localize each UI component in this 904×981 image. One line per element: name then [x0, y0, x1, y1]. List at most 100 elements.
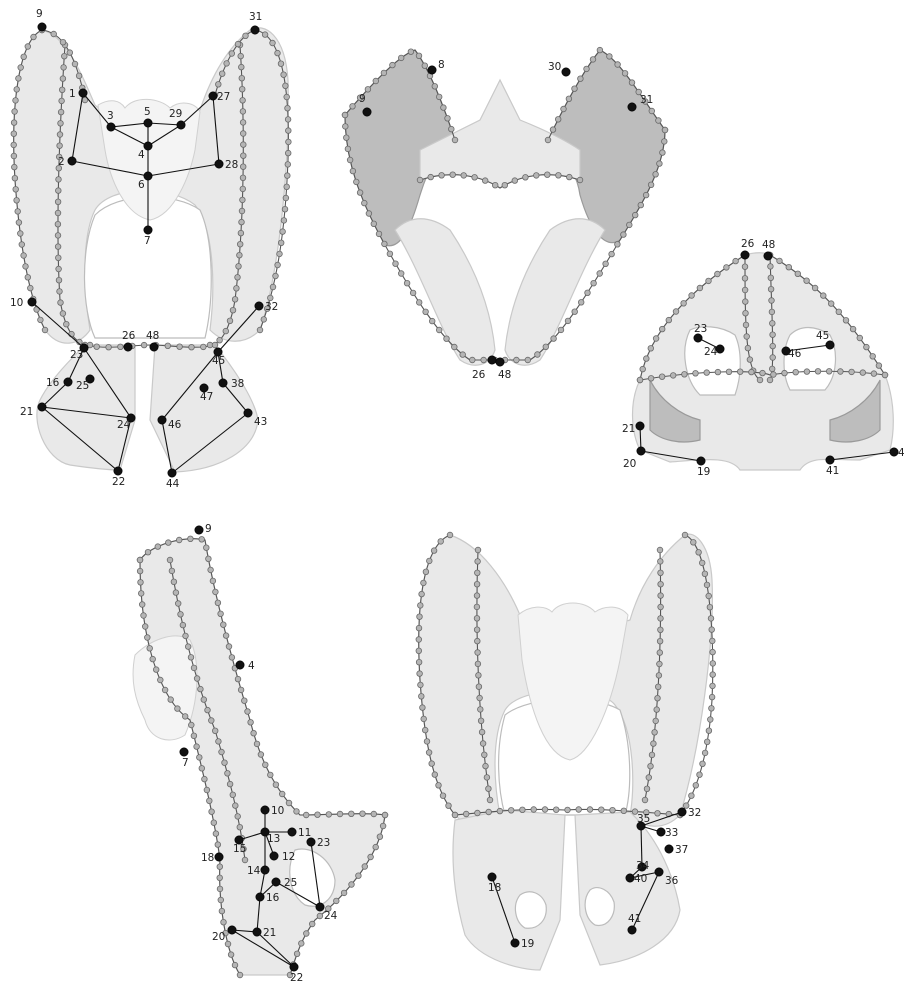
- v1-landmark-label-9: 9: [36, 8, 43, 20]
- v4-landmark-22: [290, 963, 298, 971]
- semilandmark-dot: [362, 864, 368, 870]
- semilandmark-dot: [793, 369, 799, 375]
- v3-landmark-label-41: 41: [826, 465, 839, 477]
- v1-landmark-27: [209, 92, 217, 100]
- semilandmark-dot: [263, 762, 269, 768]
- semilandmark-dot: [16, 76, 22, 82]
- semilandmark-dot: [709, 627, 715, 633]
- semilandmark-dot: [202, 776, 208, 782]
- semilandmark-dot: [294, 951, 300, 957]
- semilandmark-dot: [171, 579, 177, 585]
- semilandmark-dot: [553, 807, 559, 813]
- semilandmark-dot: [657, 547, 663, 553]
- v1-landmark-2: [68, 157, 76, 165]
- semilandmark-dot: [142, 624, 148, 630]
- semilandmark-dot: [419, 694, 425, 700]
- semilandmark-dot: [360, 811, 366, 817]
- semilandmark-dot: [662, 127, 668, 133]
- semilandmark-dot: [821, 293, 827, 299]
- semilandmark-dot: [551, 336, 557, 342]
- semilandmark-dot: [285, 173, 291, 179]
- v4-landmark-label-10: 10: [271, 805, 284, 817]
- semilandmark-dot: [535, 352, 541, 358]
- semilandmark-dot: [545, 137, 551, 143]
- semilandmark-dot: [708, 717, 714, 723]
- view-cranial-right: [633, 253, 894, 470]
- semilandmark-dot: [235, 676, 241, 682]
- v4-landmark-9: [195, 526, 203, 534]
- v1-landmark-31: [251, 26, 259, 34]
- semilandmark-dot: [51, 31, 57, 37]
- semilandmark-dot: [282, 206, 288, 212]
- semilandmark-dot: [56, 277, 62, 283]
- semilandmark-dot: [218, 897, 224, 903]
- v1-landmark-label-31: 31: [249, 11, 262, 23]
- semilandmark-dot: [55, 199, 61, 205]
- v5-landmark-41: [628, 926, 636, 934]
- semilandmark-dot: [211, 820, 217, 826]
- semilandmark-dot: [523, 175, 529, 181]
- semilandmark-dot: [502, 182, 508, 188]
- semilandmark-dot: [646, 775, 652, 781]
- semilandmark-dot: [286, 800, 292, 806]
- semilandmark-dot: [565, 807, 571, 813]
- semilandmark-dot: [662, 139, 668, 145]
- v3-landmark-41: [826, 456, 834, 464]
- semilandmark-dot: [213, 589, 219, 595]
- semilandmark-dot: [60, 76, 66, 82]
- v1-landmark-29: [177, 121, 185, 129]
- semilandmark-dot: [481, 357, 487, 363]
- semilandmark-dot: [347, 157, 353, 163]
- semilandmark-dot: [449, 126, 455, 132]
- semilandmark-dot: [223, 633, 229, 639]
- v1-landmark-label-44: 44: [166, 478, 180, 490]
- semilandmark-dot: [373, 78, 379, 84]
- semilandmark-dot: [141, 342, 147, 348]
- v2-landmark-26: [488, 356, 496, 364]
- semilandmark-dot: [658, 627, 664, 633]
- semilandmark-dot: [209, 809, 215, 815]
- v1-landmark-label-25: 25: [76, 380, 89, 392]
- v4-landmark-label-22: 22: [290, 972, 303, 981]
- semilandmark-dot: [707, 604, 713, 610]
- semilandmark-dot: [284, 94, 290, 100]
- semilandmark-dot: [475, 559, 481, 565]
- semilandmark-dot: [474, 616, 480, 622]
- semilandmark-dot: [240, 109, 246, 115]
- semilandmark-dot: [257, 327, 263, 333]
- semilandmark-dot: [232, 962, 238, 968]
- semilandmark-dot: [242, 857, 248, 863]
- semilandmark-dot: [769, 309, 775, 315]
- v1-landmark-44: [168, 469, 176, 477]
- semilandmark-dot: [531, 807, 537, 813]
- semilandmark-dot: [354, 179, 360, 185]
- semilandmark-dot: [188, 536, 194, 542]
- v1-landmark-16: [64, 378, 72, 386]
- semilandmark-dot: [241, 142, 247, 148]
- v2-landmark-30: [562, 68, 570, 76]
- v3-landmark-label-21: 21: [622, 423, 635, 435]
- semilandmark-dot: [882, 372, 888, 378]
- semilandmark-dot: [216, 739, 222, 745]
- semilandmark-dot: [224, 61, 230, 67]
- semilandmark-dot: [795, 271, 801, 277]
- semilandmark-dot: [197, 755, 203, 761]
- semilandmark-dot: [452, 812, 458, 818]
- semilandmark-dot: [207, 798, 213, 804]
- semilandmark-dot: [11, 120, 17, 126]
- semilandmark-dot: [836, 309, 842, 315]
- v4-landmark-20: [228, 926, 236, 934]
- semilandmark-dot: [284, 184, 290, 190]
- semilandmark-dot: [294, 809, 300, 815]
- semilandmark-dot: [474, 627, 480, 633]
- semilandmark-dot: [543, 344, 549, 350]
- semilandmark-dot: [241, 153, 247, 159]
- semilandmark-dot: [480, 741, 486, 747]
- semilandmark-dot: [769, 298, 775, 304]
- semilandmark-dot: [642, 797, 648, 803]
- semilandmark-dot: [474, 581, 480, 587]
- semilandmark-dot: [212, 342, 218, 348]
- semilandmark-dot: [232, 297, 238, 303]
- semilandmark-dot: [270, 40, 276, 46]
